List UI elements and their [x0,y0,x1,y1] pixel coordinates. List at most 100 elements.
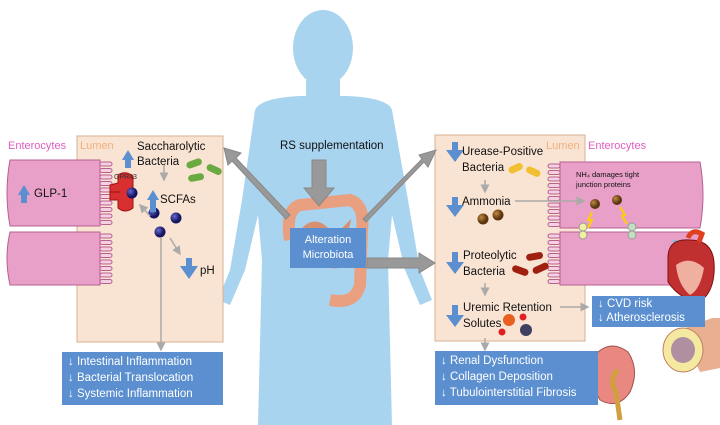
down-arrow-icon [446,252,464,274]
up-arrow-icon [18,185,30,203]
down-arrow-icon [446,142,464,162]
microvillus [99,266,113,271]
renal-outcomes-box: ↓ Renal Dysfunction ↓ Collagen Depositio… [435,351,598,405]
microvillus [99,233,113,239]
microvillus [547,222,561,227]
right-lumen-label: Lumen [546,140,580,152]
urease-label-2: Bacteria [462,162,505,174]
artery-icon [662,318,720,373]
microvillus [547,259,561,265]
uremic-label-1: Uremic Retention [463,302,552,314]
outcome-item: ↓ Intestinal Inflammation [68,356,193,368]
alteration-microbiota-box: Alteration Microbiota [290,228,366,268]
microvillus [99,168,113,173]
nh4-label-2: junction proteins [576,180,631,189]
ammonia-molecule-icon [590,199,600,209]
proteolytic-bacteria-icon [512,252,549,276]
microbiota-arrows [223,147,437,274]
right-microvilli [547,163,561,284]
outcome-item: ↓ Collagen Deposition [441,371,553,383]
cvd-outcomes-box: ↓ CVD risk ↓ Atherosclerosis [592,296,705,327]
pathway-arrows [138,165,590,352]
saccharolytic-bacteria-icon [186,158,222,182]
saccharolytic-label-2: Bacteria [137,156,180,168]
gpr43-label: GPR43 [114,174,137,181]
outcome-item: ↓ Bacterial Translocation [68,372,194,384]
microvillus [99,240,113,245]
outcome-item: ↓ Atherosclerosis [598,312,685,324]
left-microvilli [99,161,113,284]
outcome-item: ↓ CVD risk [598,298,653,310]
left-outcomes-box: ↓ Intestinal Inflammation ↓ Bacterial Tr… [62,352,223,405]
urease-bacteria-icon [508,163,541,177]
microvillus [99,213,113,219]
uremic-label-2: Solutes [463,318,502,330]
down-arrow-icon [446,197,464,217]
urease-label-1: Urease-Positive [462,146,544,158]
right-enterocytes-label: Enterocytes [588,140,647,152]
microvillus [99,220,113,225]
nh4-label-1: NH₄ damages tight [576,170,640,179]
rs-supplementation-label: RS supplementation [280,140,384,152]
ammonia-label: Ammonia [462,196,511,208]
up-arrow-icon [122,150,134,168]
outcome-item: ↓ Systemic Inflammation [68,388,193,400]
microvillus [547,233,561,239]
down-arrow-icon [180,258,198,279]
glp1-label: GLP-1 [34,188,68,200]
saccharolytic-label-1: Saccharolytic [137,141,206,153]
microvillus [547,202,561,208]
microvillus [99,246,113,252]
ammonia-molecule-icon [612,195,622,205]
scfa-molecules-icon [126,187,182,238]
microvillus [99,272,113,278]
outcome-item: ↓ Renal Dysfunction [441,355,544,367]
microvillus [547,266,561,271]
down-arrow-supplement [302,159,336,207]
heart-icon [667,229,715,303]
microvillus [547,170,561,175]
human-silhouette [218,10,432,425]
right-enterocytes-icon [559,161,704,286]
microvillus [99,181,113,186]
microvillus [547,279,561,284]
left-lumen-label: Lumen [80,140,114,152]
alteration-label: Alteration [304,234,352,246]
left-enterocytes-label: Enterocytes [8,140,67,152]
arrow-to-left-panel [223,147,291,220]
kidney-icon [593,345,635,421]
change-arrows [18,142,464,327]
microvillus [99,161,113,167]
proteolytic-label-1: Proteolytic [463,250,517,262]
microvillus [547,240,561,245]
uremic-solutes-icon [498,313,532,336]
microvillus [547,253,561,258]
arrow-to-right-panel [362,149,437,223]
up-arrow-icon [147,190,159,212]
microvillus [547,183,561,188]
left-enterocytes-icon [6,159,101,286]
microvillus [547,215,561,221]
microvillus [547,209,561,214]
arrow-to-proteolytic [366,252,436,274]
outcome-item: ↓ Tubulointerstitial Fibrosis [441,387,577,399]
scfas-label: SCFAs [160,194,196,206]
microvillus [547,246,561,252]
microvillus [99,174,113,180]
microvillus [99,200,113,206]
microvillus [547,189,561,195]
microvillus [547,196,561,201]
microvillus [99,259,113,265]
microvillus [547,176,561,182]
tight-junction-icons [578,195,637,240]
microvillus [99,253,113,258]
microvillus [547,272,561,278]
microvillus [547,163,561,169]
microvillus [99,207,113,212]
ph-label: pH [200,265,215,277]
proteolytic-label-2: Bacteria [463,266,506,278]
microvillus [99,279,113,284]
microbiota-label: Microbiota [302,249,354,261]
